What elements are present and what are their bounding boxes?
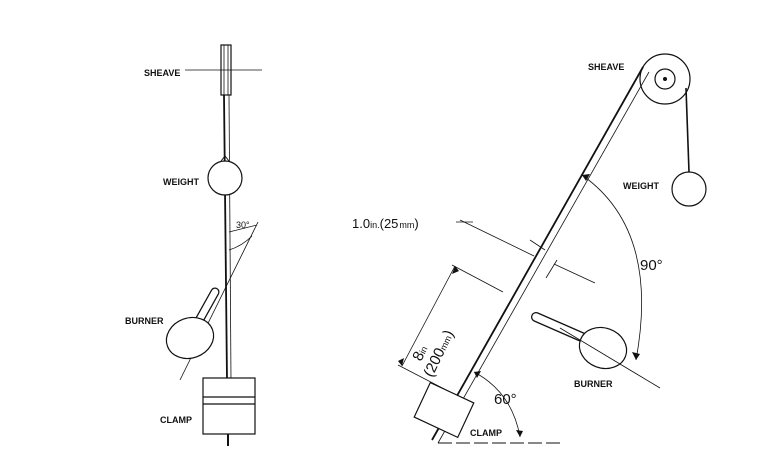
left-sheave-label: SHEAVE: [144, 68, 180, 78]
right-weight-label: WEIGHT: [623, 181, 659, 191]
right-angle-90-label: 90°: [640, 257, 663, 274]
left-weight-label: WEIGHT: [163, 177, 199, 187]
dim-gap-label: 1.0in.(25mm): [352, 216, 419, 231]
right-angle-60: 60°: [473, 371, 523, 438]
left-figure: SHEAVE WEIGHT 30° BURNER CLAMP: [125, 44, 262, 446]
left-weight: [207, 160, 243, 196]
right-specimen-rod: [431, 66, 644, 441]
left-specimen-rod: [223, 94, 228, 381]
right-clamp-label: CLAMP: [470, 428, 502, 438]
left-clamp: [202, 377, 256, 446]
dim-gap: 1.0in.(25mm): [352, 216, 596, 284]
right-sheave-label: SHEAVE: [588, 62, 624, 72]
left-angle-label: 30°: [236, 220, 250, 230]
right-burner-label: BURNER: [574, 379, 613, 389]
right-angle-60-label: 60°: [494, 391, 517, 408]
right-figure: SHEAVE WEIGHT 90° BURNER: [352, 53, 707, 444]
right-angle-90: 90°: [581, 174, 663, 361]
left-burner-label: BURNER: [125, 316, 164, 326]
left-burner: [165, 287, 220, 360]
left-sheave: [185, 44, 262, 96]
dim-length: 8in (200mm): [397, 264, 504, 393]
right-burner: [531, 312, 661, 389]
right-weight: [671, 171, 707, 207]
right-clamp: [413, 381, 475, 439]
left-clamp-label: CLAMP: [160, 415, 192, 425]
right-sheave: [639, 53, 691, 105]
